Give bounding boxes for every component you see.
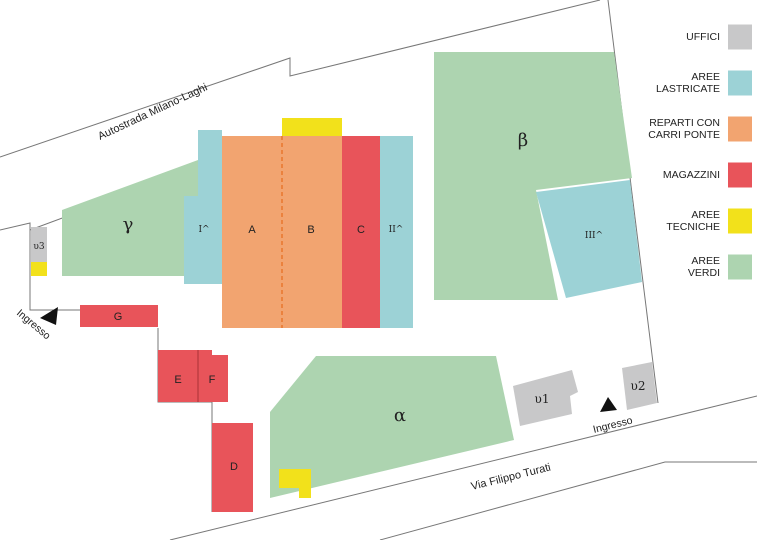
legend-item-aree-lastricate: AREE LASTRICATE [628, 60, 752, 106]
building-C [342, 136, 380, 328]
legend-label: REPARTI CON CARRI PONTE [648, 117, 720, 141]
label-B: B [307, 224, 314, 236]
legend-item-aree-verdi: AREE VERDI [628, 244, 752, 290]
label-gamma: γ [123, 214, 134, 235]
legend-swatch [728, 162, 752, 188]
label-u2: υ2 [631, 379, 646, 393]
office-u3 [31, 227, 47, 262]
label-G: G [114, 311, 123, 323]
label-C: C [357, 224, 365, 236]
label-F: F [209, 374, 216, 386]
building-G [80, 305, 158, 327]
entrance-arrow-left-icon [40, 307, 58, 325]
legend-label: MAGAZZINI [662, 169, 720, 181]
legend-item-reparti: REPARTI CON CARRI PONTE [628, 106, 752, 152]
entrance-arrow-right-icon [600, 397, 617, 412]
building-F [198, 350, 228, 402]
legend: UFFICI AREE LASTRICATE REPARTI CON CARRI… [628, 14, 752, 290]
building-A [222, 136, 282, 328]
building-E [158, 350, 198, 402]
legend-item-magazzini: MAGAZZINI [628, 152, 752, 198]
legend-swatch [728, 70, 752, 96]
legend-swatch [728, 24, 752, 50]
label-A: A [248, 224, 256, 236]
technical-area-top [282, 118, 342, 136]
office-u1 [513, 370, 578, 426]
legend-label: AREE LASTRICATE [656, 71, 720, 95]
road-label-autostrada: Autostrada Milano-Laghi [96, 81, 209, 142]
building-B [282, 136, 342, 328]
legend-swatch [728, 208, 752, 234]
label-u3: υ3 [33, 242, 44, 252]
legend-label: AREE TECNICHE [666, 209, 720, 233]
legend-swatch [728, 116, 752, 142]
label-u1: υ1 [535, 392, 550, 406]
label-alpha: α [394, 405, 406, 426]
technical-area-bottom [279, 469, 311, 498]
paved-area-2 [380, 136, 413, 328]
label-D: D [230, 461, 238, 473]
legend-label: UFFICI [686, 31, 720, 43]
label-I: I^ [198, 225, 209, 235]
legend-swatch [728, 254, 752, 280]
paved-area-1 [184, 130, 222, 284]
road-label-via: Via Filippo Turati [470, 461, 552, 492]
entrance-label-right: Ingresso [592, 414, 634, 435]
label-III: III^ [585, 231, 603, 241]
green-area-gamma [62, 160, 198, 276]
green-area-alpha [270, 356, 514, 498]
label-E: E [174, 374, 181, 386]
legend-item-aree-tecniche: AREE TECNICHE [628, 198, 752, 244]
technical-area-u3 [31, 262, 47, 276]
office-u2 [622, 362, 657, 410]
label-beta: β [518, 130, 528, 151]
legend-label: AREE VERDI [687, 255, 720, 279]
building-D [212, 423, 253, 512]
green-area-beta [434, 52, 632, 300]
paved-area-3 [536, 180, 642, 298]
label-II: II^ [389, 225, 404, 235]
legend-item-uffici: UFFICI [628, 14, 752, 60]
entrance-label-left: Ingresso [14, 307, 53, 342]
